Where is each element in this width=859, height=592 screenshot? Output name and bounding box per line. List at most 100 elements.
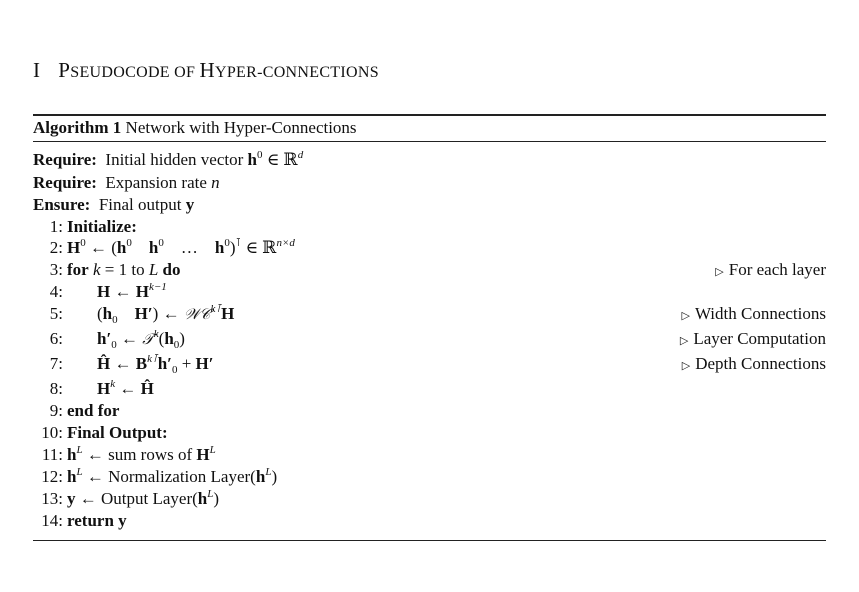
math-token: Initial hidden vector [96,150,248,169]
math-token: h [247,150,257,169]
algorithm-line: 6: h′0 ← 𝒯k(h0) ▷Layer Computation [33,328,826,352]
line-number: 1: [49,217,63,236]
line-comment: ▷Depth Connections [682,353,826,377]
line-comment: ▷Width Connections [681,303,826,327]
line-number: 7: [49,354,63,373]
line-number: 4: [49,282,63,301]
math-token: Ĥ [97,354,111,373]
math-token: 0 [112,314,118,326]
algorithm-line: 11:hL ← sum rows of HL [33,444,826,466]
line-number: 2: [49,238,63,257]
math-token: h [116,238,127,257]
algorithm-label: Algorithm 1 [33,118,122,137]
line-number: 11: [41,445,63,464]
math-token: y [185,195,195,214]
math-token: 0 [224,237,230,249]
math-token: Expansion rate [96,173,212,192]
comment-triangle-icon: ▷ [679,335,689,347]
title-part: H [199,58,215,82]
math-token: k⊺ [210,303,222,315]
algorithm-line: 9:end for [33,400,826,422]
line-number: 5: [49,304,63,323]
math-token: H [135,282,149,301]
math-token: 0 [171,364,178,376]
algorithm-line: 7:Ĥ ← Bk⊺h′0 + H′▷Depth Connections [33,353,826,377]
math-token: ← [115,379,141,398]
math-token: 0 [80,237,86,249]
math-token: B [135,354,148,373]
comment-text: For each layer [728,260,826,279]
math-token: L [265,466,272,478]
line-number: 14: [41,511,63,530]
math-token: h [164,329,174,348]
math-token: L [207,488,214,500]
math-token: ← Normalization Layer( [82,467,256,486]
algorithm-top-rule [33,114,826,116]
math-token: k [92,260,101,279]
math-token: H [196,445,210,464]
math-token: ) [213,489,220,508]
line-content: Ensure: Final output y [33,194,194,216]
math-token: ∈ ℝ [262,150,298,169]
math-token: n [211,173,220,192]
math-token: h′ [97,329,112,348]
math-token: ) [271,467,278,486]
math-token: 0 [256,149,263,161]
line-content: return y [67,510,127,532]
algorithm-line: 12:hL ← Normalization Layer(hL) [33,466,826,488]
math-token: 0 [111,339,117,351]
line-number: 6: [49,329,63,348]
math-token: k [153,328,159,340]
line-content: Final Output: [67,422,168,444]
math-token [118,304,135,323]
math-token: Ensure: [33,195,91,214]
line-content: Initialize: [67,216,137,238]
math-token: H′ [195,354,214,373]
line-content: h′0 ← 𝒯k(h0) [97,328,185,351]
algorithm-line: 2:H0 ← (h0 h0 … h0)⊺ ∈ ℝn×d [33,237,826,259]
math-token: ⊺ [235,237,242,249]
algorithm-line: 1:Initialize: [33,216,826,238]
line-number: 13: [41,489,63,508]
math-token: h [197,489,208,508]
math-token: Ĥ [140,379,154,398]
math-token: k⊺ [147,353,158,365]
math-token [132,238,149,257]
math-token: h [67,445,77,464]
title-part: SEUDOCODE OF [70,64,200,81]
math-token: for [67,260,89,279]
line-content: Hk ← Ĥ [97,378,154,400]
math-token: 0 [173,339,180,351]
algorithm-bottom-rule [33,540,826,541]
line-content: Require: Expansion rate n [33,172,220,194]
algorithm-line: 3:for k = 1 to L do▷For each layer [33,259,826,281]
algorithm-caption: Algorithm 1 Network with Hyper-Connectio… [33,118,357,138]
math-token: H [97,282,111,301]
math-token: ) [229,238,236,257]
line-number: 10: [41,423,63,442]
line-content: H0 ← (h0 h0 … h0)⊺ ∈ ℝn×d [67,237,295,259]
math-token: h′ [157,354,172,373]
math-token: ← sum rows of [82,445,197,464]
line-content: hL ← sum rows of HL [67,444,216,466]
math-token: ( [97,304,103,323]
line-content: Require: Initial hidden vector h0 ∈ ℝd [33,149,303,171]
section-number: I [33,58,41,82]
algorithm-line: 14:return y [33,510,826,532]
line-comment: ▷Layer Computation [680,328,826,352]
line-content: H ← Hk−1 [97,281,167,303]
math-token: Initialize: [67,217,137,236]
line-number: 9: [49,401,63,420]
algorithm-line: 4: H ← Hk−1 [33,281,826,303]
math-token: n×d [276,237,295,249]
math-token: ← Output Layer( [75,489,198,508]
algorithm-line: 10:Final Output: [33,422,826,444]
math-token: Final Output: [67,423,168,442]
math-token: h [102,304,113,323]
algorithm-line: 5:(h0 H′) ← 𝒲𝒞k⊺H▷Width Connections [33,303,826,327]
math-token: L [148,260,159,279]
math-token: ) ← [152,304,184,323]
line-content: hL ← Normalization Layer(hL) [67,466,277,488]
line-number: 3: [49,260,63,279]
comment-triangle-icon: ▷ [715,266,724,278]
